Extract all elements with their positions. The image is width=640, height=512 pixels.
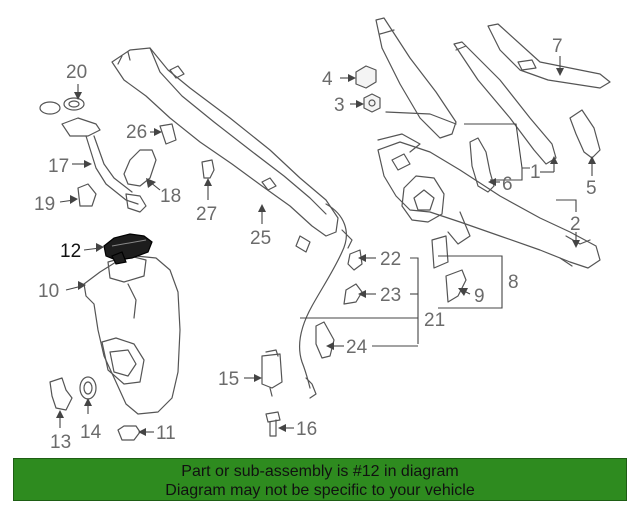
- arm-cap-part: [569, 109, 601, 159]
- bracket-9-part: [445, 269, 467, 303]
- callout-5: 5: [586, 178, 597, 199]
- callout-27: 27: [196, 204, 217, 225]
- callout-11: 11: [156, 423, 176, 444]
- callout-10: 10: [38, 281, 59, 302]
- bolt-16-part: [265, 411, 281, 437]
- callout-13: 13: [50, 432, 71, 453]
- callout-9: 9: [474, 286, 485, 307]
- nut-3-part: [363, 93, 381, 113]
- callout-labels: 20 17 19 26 18 27 25 12 10 4 3 7 1 6 5 2…: [34, 36, 597, 453]
- cowl-panel-part: [111, 47, 339, 253]
- washer-hose-part: [299, 203, 347, 389]
- diagram-canvas: 20 17 19 26 18 27 25 12 10 4 3 7 1 6 5 2…: [34, 17, 611, 453]
- callout-12: 12: [60, 241, 81, 262]
- callout-23: 23: [380, 285, 401, 306]
- washer-reservoir-part: [83, 255, 181, 415]
- level-sensor-part: [49, 377, 73, 411]
- callout-1: 1: [530, 162, 541, 183]
- wiper-arm-2-part: [453, 41, 557, 165]
- wiper-blade-part: [487, 23, 611, 89]
- callout-3: 3: [334, 95, 345, 116]
- leader-lines: [56, 56, 596, 436]
- filler-neck-part: [61, 117, 147, 213]
- clip-23-part: [343, 283, 363, 305]
- callout-7: 7: [552, 36, 563, 57]
- callout-19: 19: [34, 194, 55, 215]
- banner-line-2: Diagram may not be specific to your vehi…: [165, 482, 475, 499]
- callout-21: 21: [424, 310, 445, 331]
- wiper-linkage-part: [377, 141, 601, 269]
- callout-15: 15: [218, 369, 239, 390]
- callout-6: 6: [502, 174, 513, 195]
- clip-27-part: [201, 159, 215, 179]
- callout-8: 8: [508, 272, 519, 293]
- grommet-14-part: [79, 376, 97, 400]
- filler-cap-highlighted-part: [103, 233, 153, 265]
- washer-pump-part: [261, 349, 283, 397]
- banner-line-1: Part or sub-assembly is #12 in diagram: [181, 463, 459, 480]
- callout-18: 18: [160, 186, 181, 207]
- callout-20: 20: [66, 62, 87, 83]
- callout-2: 2: [570, 214, 581, 235]
- cover-6-part: [469, 137, 495, 193]
- bracket-18-part: [123, 149, 157, 187]
- callout-17: 17: [48, 156, 69, 177]
- wiper-arm-1-part: [375, 17, 457, 153]
- callout-4: 4: [322, 69, 333, 90]
- connector-24-part: [315, 321, 335, 359]
- seal-20-part: [39, 97, 85, 115]
- clip-26-part: [159, 123, 177, 145]
- nut-4-part: [355, 65, 377, 89]
- callout-22: 22: [380, 249, 401, 270]
- callout-25: 25: [250, 228, 271, 249]
- grommet-11-part: [117, 425, 141, 441]
- callout-26: 26: [126, 122, 147, 143]
- callout-24: 24: [346, 337, 368, 358]
- callout-14: 14: [80, 422, 102, 443]
- clip-19-part: [77, 183, 97, 207]
- parts-diagram: 20 17 19 26 18 27 25 12 10 4 3 7 1 6 5 2…: [34, 17, 611, 453]
- info-banner: Part or sub-assembly is #12 in diagram D…: [13, 458, 627, 501]
- clip-22-part: [347, 249, 363, 271]
- callout-16: 16: [296, 419, 317, 440]
